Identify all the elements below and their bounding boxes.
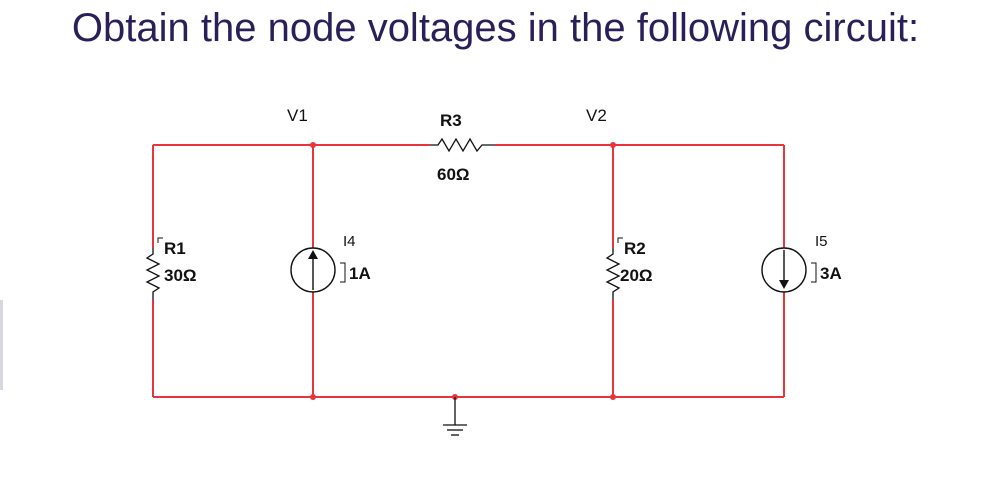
i5-name-label: I5 bbox=[815, 233, 828, 250]
resistor-r1 bbox=[145, 248, 161, 300]
i4-value-label: 1A bbox=[349, 264, 371, 283]
current-source-i5 bbox=[761, 247, 807, 293]
junction-v2-top bbox=[610, 142, 616, 148]
left-edge-strip bbox=[0, 300, 3, 390]
i4-name-label: I4 bbox=[343, 233, 356, 250]
r2-name-label: R2 bbox=[624, 239, 646, 258]
junction-i4-bottom bbox=[310, 394, 316, 400]
r3-value-label: 60Ω bbox=[437, 165, 470, 184]
junction-r2-bottom bbox=[610, 394, 616, 400]
wires bbox=[152, 144, 785, 398]
ground-icon bbox=[443, 397, 467, 436]
resistor-r2 bbox=[605, 248, 621, 300]
i5-bracket bbox=[811, 262, 817, 283]
node-label-v1: V1 bbox=[287, 106, 308, 125]
page-title: Obtain the node voltages in the followin… bbox=[71, 6, 920, 50]
r1-value-label: 30Ω bbox=[164, 266, 197, 285]
r2-value-label: 20Ω bbox=[620, 266, 653, 285]
r3-name-label: R3 bbox=[440, 111, 462, 130]
junction-v1-top bbox=[310, 142, 316, 148]
resistor-r3 bbox=[430, 137, 495, 153]
current-source-i4 bbox=[290, 247, 336, 293]
i5-value-label: 3A bbox=[820, 264, 842, 283]
node-label-v2: V2 bbox=[586, 106, 607, 125]
r1-name-label: R1 bbox=[164, 239, 186, 258]
r1-bracket bbox=[157, 237, 163, 243]
i4-bracket bbox=[340, 262, 346, 283]
junction-dots bbox=[310, 142, 616, 400]
r2-bracket bbox=[617, 237, 623, 243]
